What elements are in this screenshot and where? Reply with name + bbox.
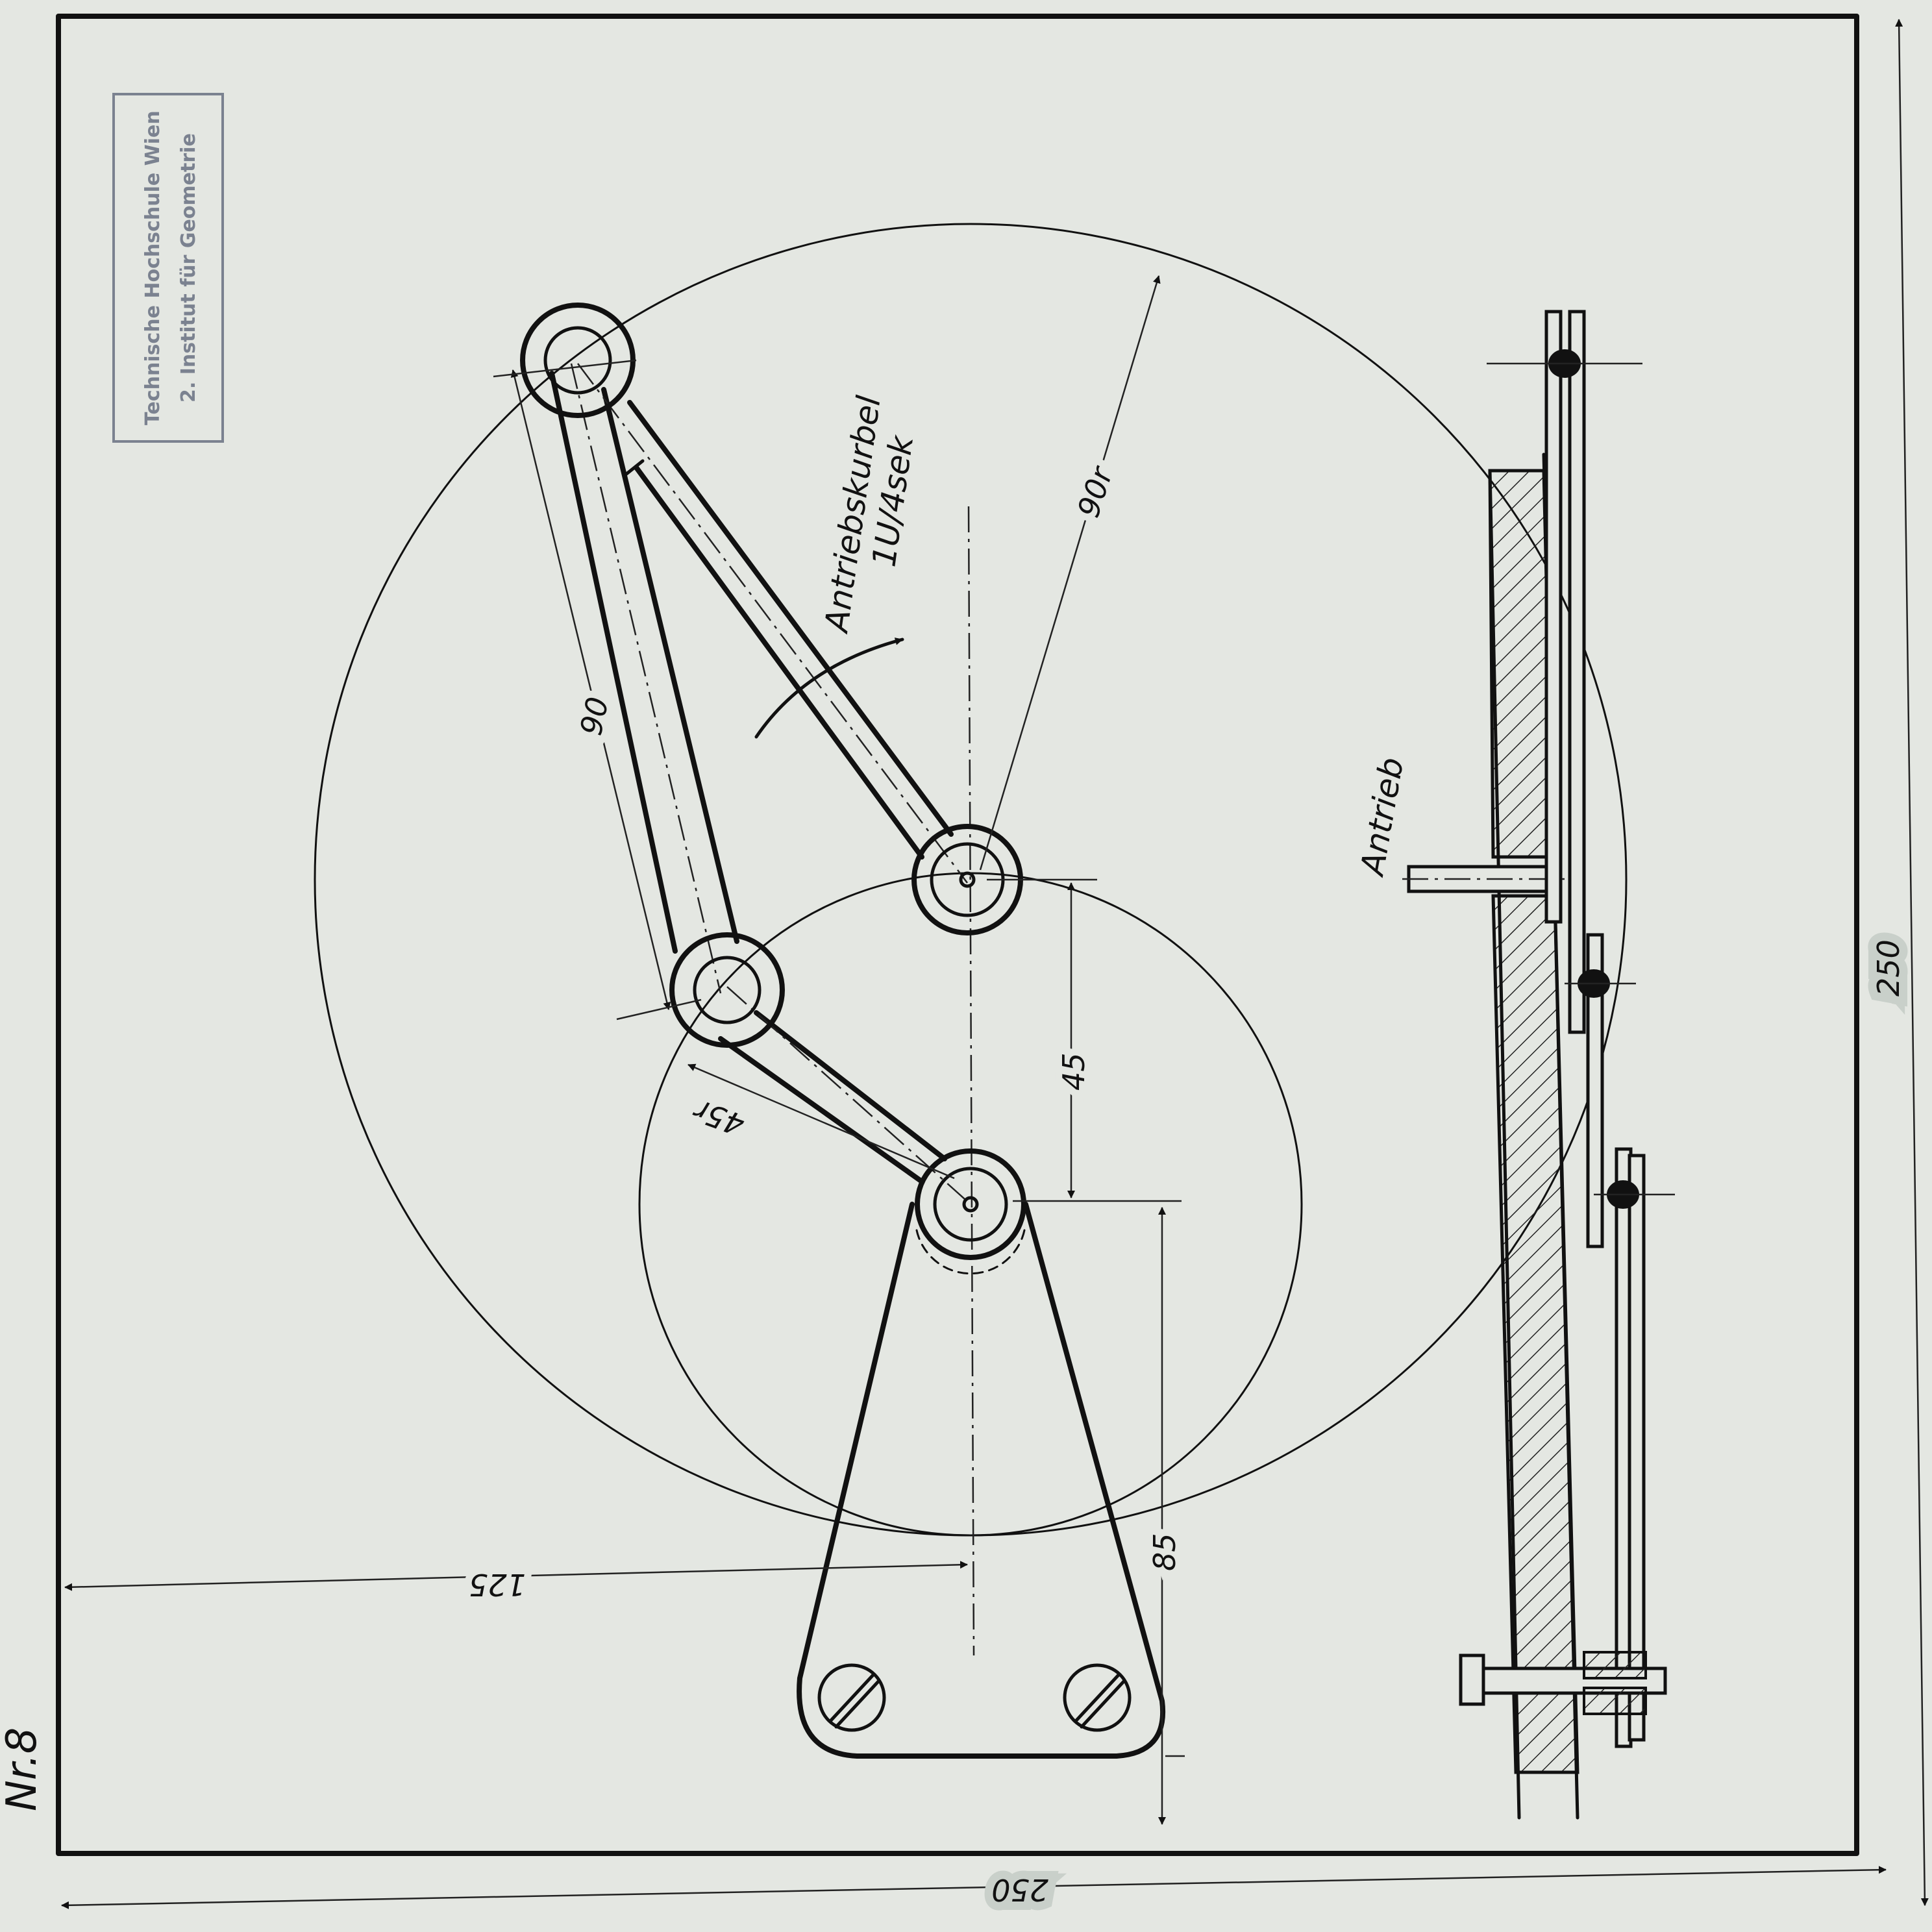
dim-short-radius xyxy=(687,1063,955,1180)
dim-sheet-width xyxy=(61,1866,1887,1909)
rivet-middle-icon xyxy=(1565,969,1636,998)
dim-bracket-height-label: 85 xyxy=(1147,1533,1182,1571)
dim-crank-radius xyxy=(979,275,1161,871)
vertical-centerline xyxy=(967,506,975,1656)
dim-pivot-distance-label: 45 xyxy=(1056,1052,1091,1091)
dim-link-length xyxy=(493,359,702,1021)
base-bolt-icon xyxy=(1459,1651,1667,1715)
screw-right-icon xyxy=(1063,1663,1132,1732)
dim-sheet-width-label: 250 xyxy=(991,1872,1048,1907)
dim-bracket-height xyxy=(1158,1207,1185,1825)
institute-stamp: Technische Hochschule Wien 2. Institut f… xyxy=(112,93,224,443)
rivet-bottom-icon xyxy=(1594,1180,1675,1209)
sheet-number: Nr.8 xyxy=(0,1728,46,1811)
middle-joint xyxy=(669,932,785,1048)
dim-sheet-height-label: 250 xyxy=(1871,939,1906,997)
stamp-line-2: 2. Institut für Geometrie xyxy=(177,133,200,402)
dim-pivot-distance xyxy=(987,878,1182,1202)
screw-left-icon xyxy=(817,1663,886,1732)
drawing-frame xyxy=(56,14,1859,1856)
dim-sheet-height xyxy=(1895,19,1929,1906)
rivet-top-icon xyxy=(1487,349,1642,378)
rotation-arrow-icon xyxy=(754,638,904,739)
dim-center-offset xyxy=(64,1561,968,1591)
dim-center-offset-label: 125 xyxy=(469,1567,526,1602)
stamp-line-1: Technische Hochschule Wien xyxy=(142,110,164,425)
side-section-view xyxy=(1402,310,1675,1820)
base-pivot xyxy=(915,1148,1026,1260)
